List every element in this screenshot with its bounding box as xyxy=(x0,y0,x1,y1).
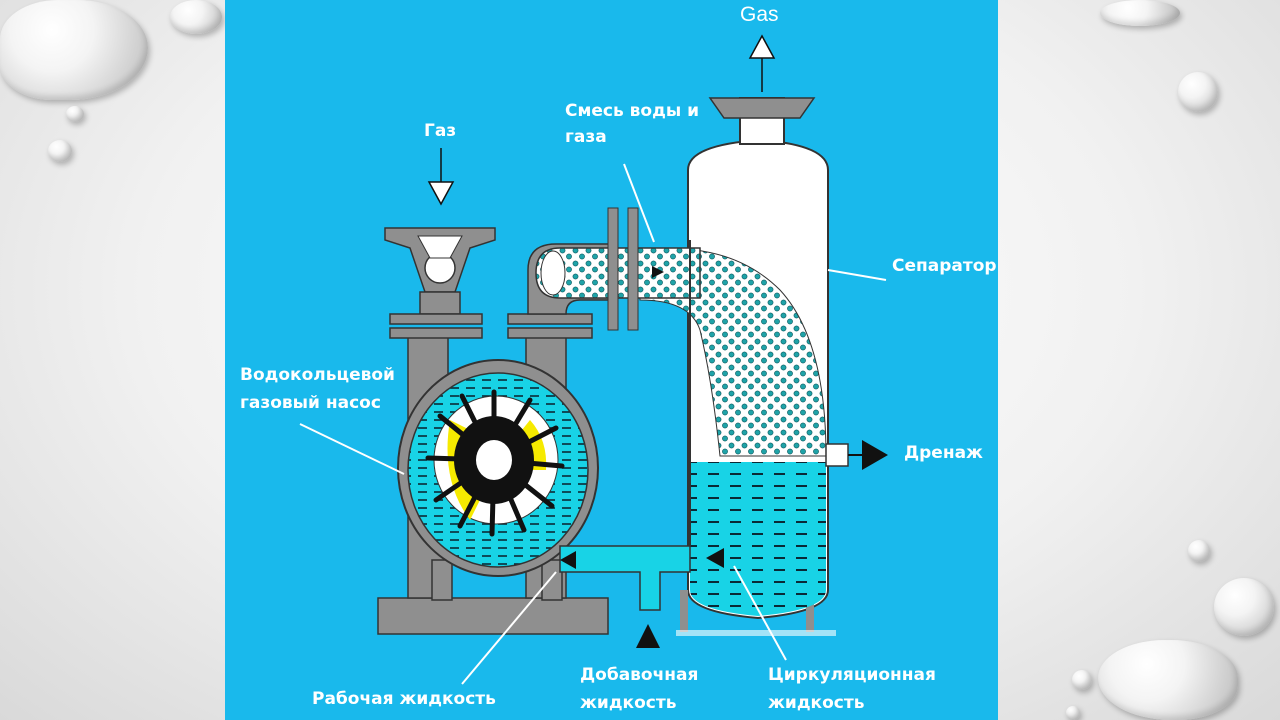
mixture-plume xyxy=(639,247,827,457)
mixture-label-line2: газа xyxy=(565,127,607,147)
drain-label: Дренаж xyxy=(904,443,983,463)
pump-label-line1: Водокольцевой xyxy=(240,365,395,385)
arrow-down-icon xyxy=(427,181,455,206)
water-drop-icon xyxy=(0,0,148,100)
diagram-panel xyxy=(225,0,998,720)
water-drop-icon xyxy=(1100,0,1180,26)
water-drop-icon xyxy=(66,106,84,122)
gas-inlet-label: Газ xyxy=(424,121,457,141)
arrow-right-icon xyxy=(862,440,888,470)
water-drop-icon xyxy=(48,140,72,162)
circulation-label-line2: жидкость xyxy=(768,693,865,713)
arrow-up-icon xyxy=(748,34,776,59)
mixture-label-line1: Смесь воды и xyxy=(565,101,700,121)
water-drop-icon xyxy=(170,0,222,34)
working-fluid-label: Рабочая жидкость xyxy=(312,689,496,709)
water-drop-icon xyxy=(1178,72,1218,112)
makeup-label-line2: жидкость xyxy=(580,693,677,713)
circulation-label-line1: Циркуляционная xyxy=(768,665,936,685)
circulation-liquid xyxy=(690,462,826,616)
pump-label-line2: газовый насос xyxy=(240,393,381,413)
water-drop-icon xyxy=(1066,706,1080,720)
water-drop-icon xyxy=(1214,578,1274,636)
arrow-left-icon xyxy=(706,548,724,568)
water-drop-icon xyxy=(1098,640,1238,720)
water-drop-icon xyxy=(1188,540,1210,562)
gas-outlet-label: Gas xyxy=(740,3,779,26)
circulation-pipe xyxy=(559,545,691,611)
arrow-right-icon xyxy=(652,266,664,278)
arrow-up-icon xyxy=(636,624,660,648)
arrow-left-icon xyxy=(560,551,576,569)
makeup-label-line1: Добавочная xyxy=(580,665,699,685)
separator-label: Сепаратор xyxy=(892,256,997,276)
base-plate xyxy=(377,597,609,635)
water-drop-icon xyxy=(1072,670,1092,690)
